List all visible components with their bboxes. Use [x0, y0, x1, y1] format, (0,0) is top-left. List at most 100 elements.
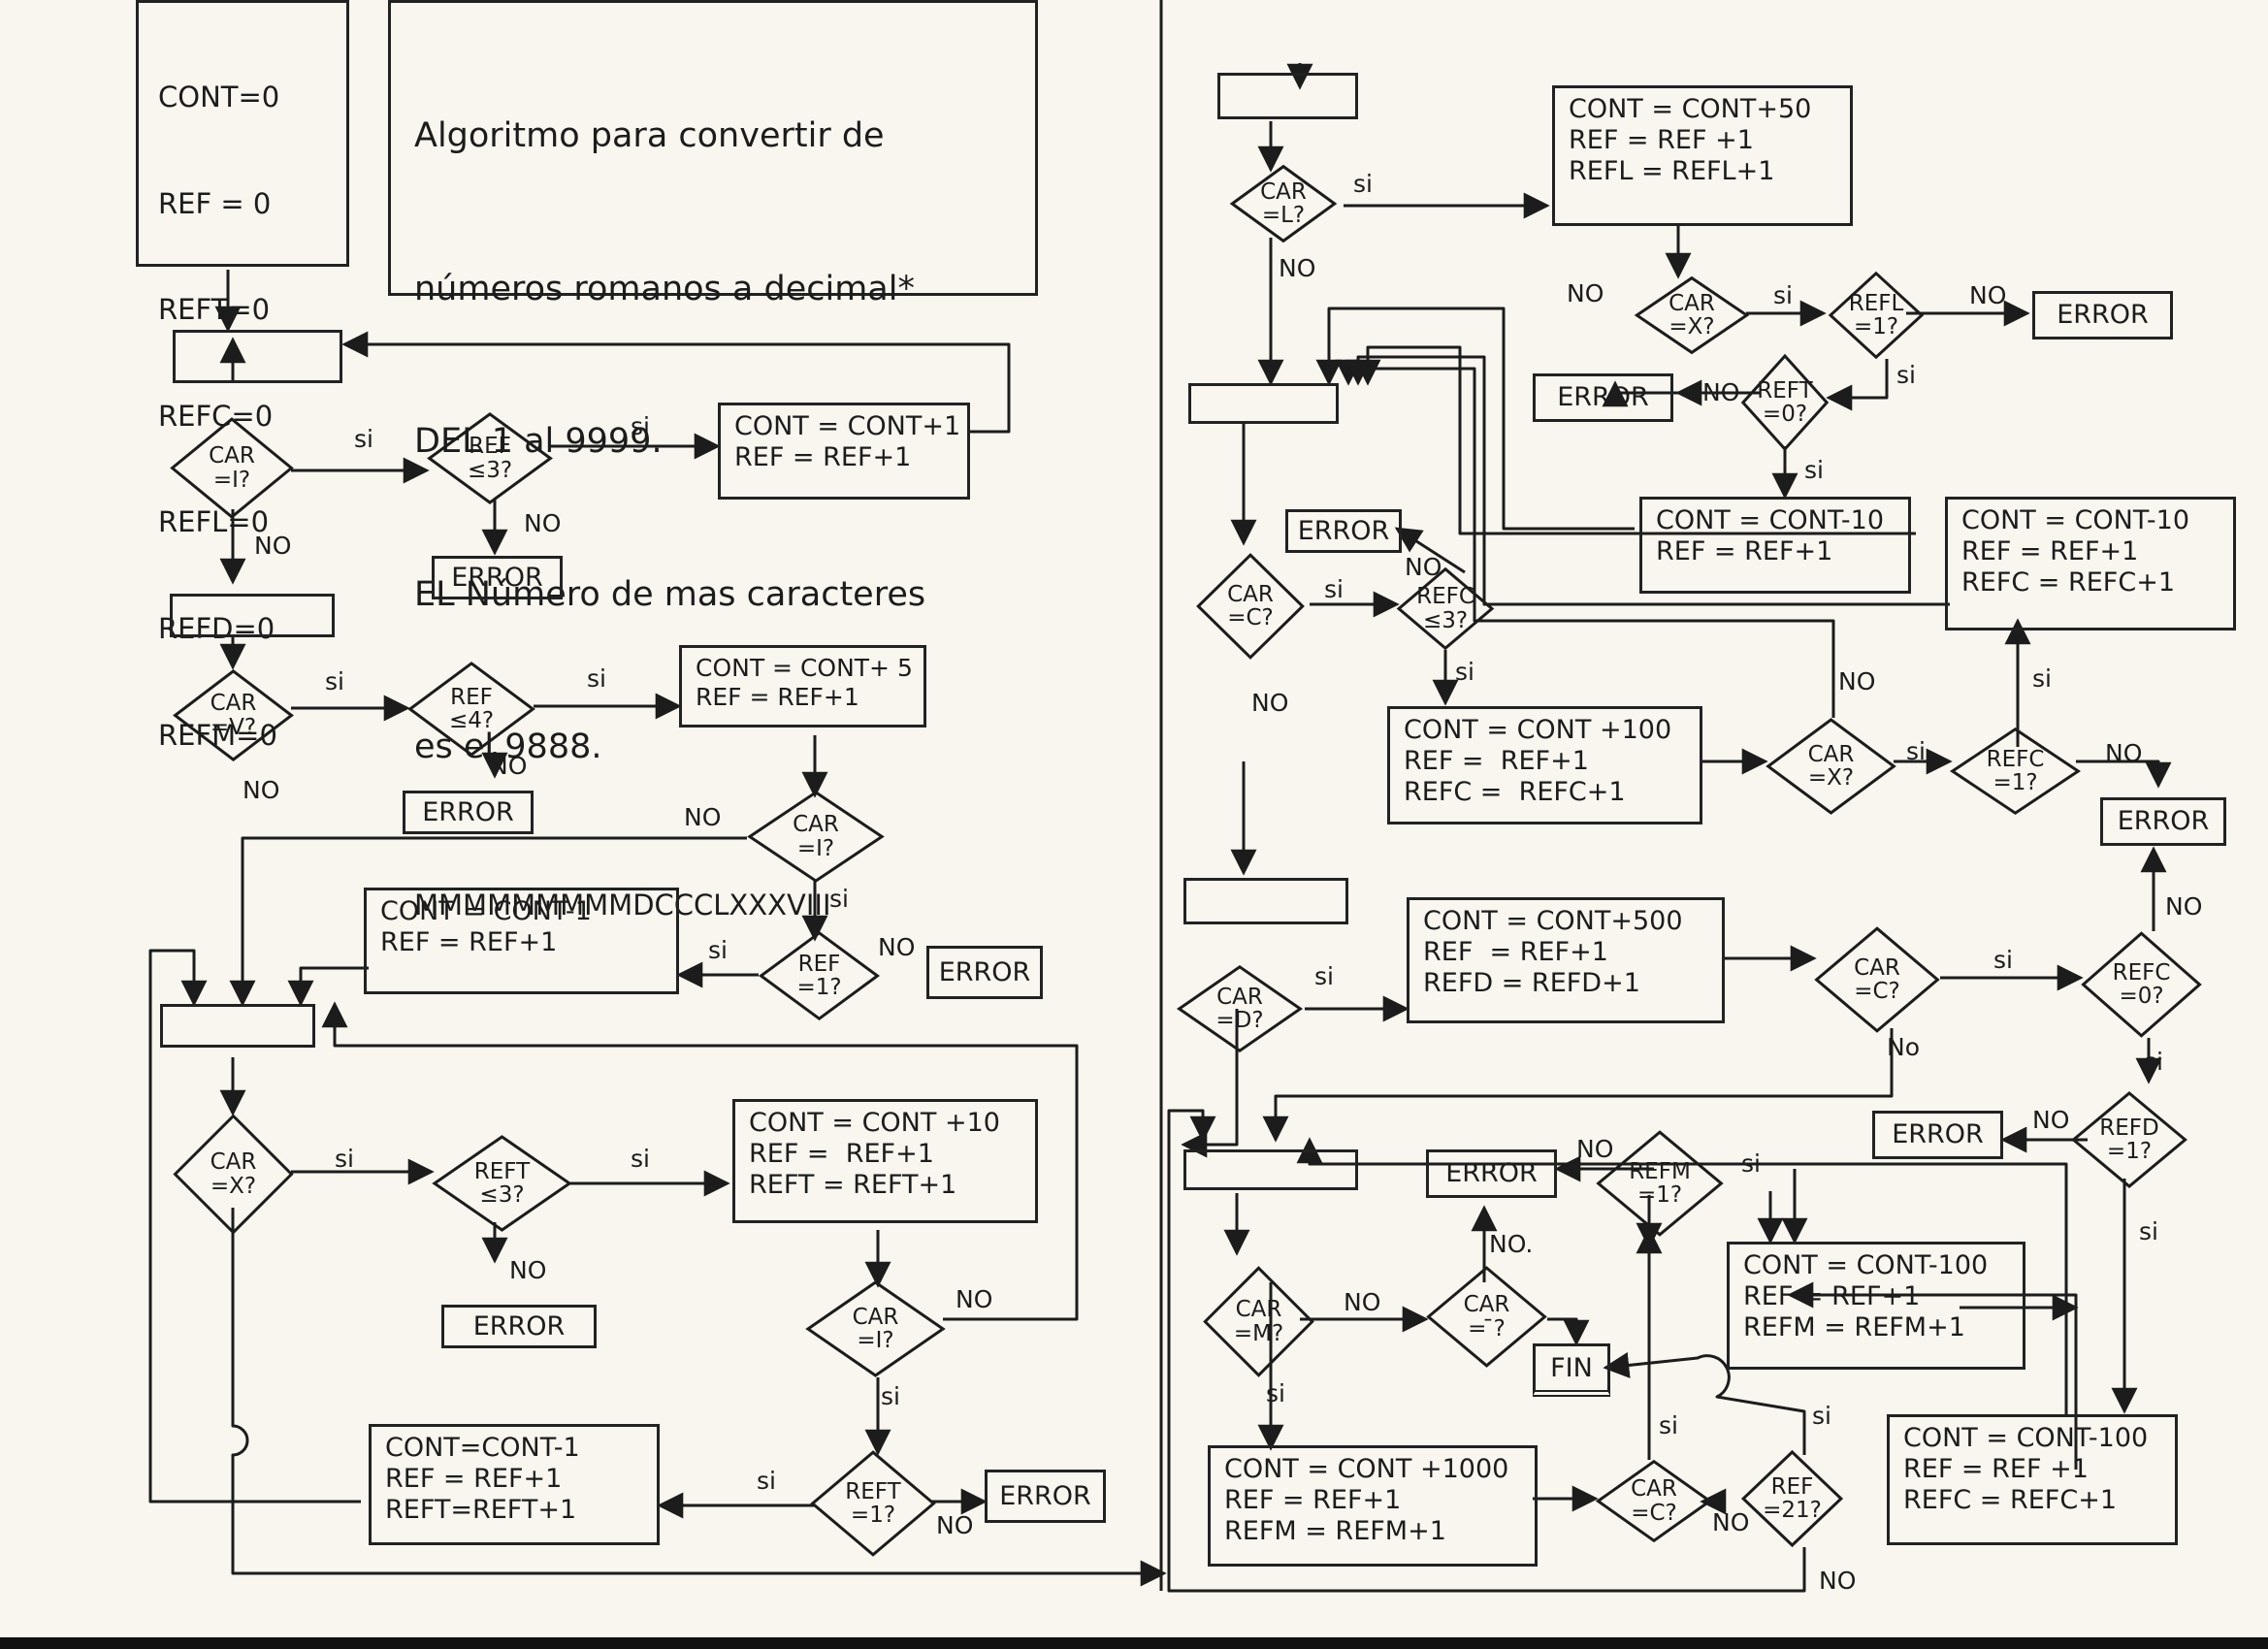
decision-ref-eq1: REF =1?: [759, 931, 880, 1020]
no-label: NO: [1344, 1288, 1381, 1316]
decision-text: CAR =D?: [1215, 984, 1264, 1033]
init-line: REFL=0: [158, 505, 270, 539]
si-label: si: [1455, 658, 1474, 686]
error-text: ERROR: [451, 562, 543, 593]
decision-text: REFM =1?: [1629, 1158, 1691, 1208]
process-add-10: CONT = CONT +10 REF = REF+1 REFT = REFT+…: [732, 1099, 1038, 1223]
decision-refc-le3: REFC ≤3?: [1397, 567, 1494, 650]
diamond-shape: [1741, 354, 1829, 451]
diamond-shape: [1230, 165, 1337, 242]
process-text: CONT = CONT+1 REF = REF+1: [734, 411, 961, 472]
si-label: si: [1659, 1411, 1678, 1439]
diamond-shape: [1426, 1266, 1547, 1368]
decision-reft-le3: REFT ≤3?: [432, 1135, 572, 1232]
decision-text: CAR =M?: [1233, 1297, 1284, 1346]
error-box: ERROR: [1872, 1111, 2003, 1159]
title-line: EL Número de mas caracteres: [414, 574, 926, 614]
no-label: NO: [1279, 254, 1316, 282]
init-line: CONT=0: [158, 81, 280, 114]
error-box: ERROR: [441, 1305, 597, 1348]
title-box: Algoritmo para convertir de números roma…: [388, 0, 1038, 922]
input-box: [170, 594, 335, 637]
no-label: NO: [254, 532, 292, 560]
diamond-shape: [1177, 965, 1303, 1052]
input-box: [173, 330, 342, 383]
decision-text: REFC =0?: [2112, 959, 2171, 1009]
no-label: NO: [2105, 739, 2143, 767]
decision-text: REFT =1?: [845, 1478, 901, 1528]
error-text: ERROR: [422, 796, 514, 827]
error-text: ERROR: [2117, 806, 2210, 837]
decision-text: REFT ≤3?: [473, 1158, 531, 1208]
decision-refc-eq0: REFC =0?: [2081, 931, 2202, 1038]
si-label: si: [631, 412, 650, 440]
decision-car-v2: CAR = ̄?: [1426, 1266, 1547, 1368]
process-text: CONT = CONT +1000 REF = REF+1 REFM = REF…: [1224, 1454, 1509, 1546]
error-text: ERROR: [938, 956, 1031, 987]
diamond-shape: [1397, 567, 1494, 650]
scan-edge-bar: [0, 1637, 2268, 1649]
no-label: NO: [1712, 1508, 1750, 1536]
no-label: NO: [524, 509, 562, 537]
si-label: si: [587, 664, 606, 693]
decision-text: CAR =I?: [852, 1304, 899, 1353]
error-text: ERROR: [1297, 515, 1390, 546]
decision-car-x: CAR =X?: [173, 1114, 294, 1235]
diamond-shape: [407, 662, 535, 757]
process-sub-1: CONT = CONT-1 REF = REF+1: [364, 888, 679, 994]
no-label: NO: [936, 1511, 974, 1539]
decision-text: CAR =I?: [793, 812, 839, 861]
process-text: CONT = CONT+500 REF = REF+1 REFD = REFD+…: [1423, 906, 1683, 998]
si-label: si: [335, 1145, 354, 1173]
no-label: NO: [1405, 553, 1442, 581]
error-text: ERROR: [1892, 1119, 1984, 1150]
diamond-shape: [1596, 1460, 1712, 1542]
process-sub-10: CONT = CONT-10 REF = REF+1: [1639, 497, 1911, 594]
decision-text: CAR =L?: [1260, 178, 1307, 228]
decision-car-x-3: CAR =X?: [1766, 718, 1896, 815]
init-line: REFD=0: [158, 612, 275, 646]
decision-text: CAR =X?: [1807, 741, 1855, 791]
diamond-shape: [810, 1450, 936, 1557]
si-label: si: [881, 1382, 900, 1410]
error-box: ERROR: [432, 556, 563, 599]
si-label: si: [2139, 1217, 2158, 1245]
si-label: si: [757, 1467, 776, 1495]
decision-car-i-2: CAR =I?: [747, 791, 885, 883]
input-box: [1183, 1149, 1358, 1190]
si-label: si: [1266, 1379, 1285, 1407]
title-line: Algoritmo para convertir de: [414, 116, 885, 155]
si-label: si: [354, 425, 373, 453]
si-label: si: [1314, 962, 1334, 990]
diamond-shape: [747, 791, 885, 883]
decision-text: CAR =X?: [210, 1149, 257, 1199]
si-label: si: [829, 885, 849, 913]
no-label: NO: [1838, 667, 1876, 695]
error-text: ERROR: [2057, 300, 2149, 331]
decision-car-c-3: CAR =C?: [1596, 1460, 1712, 1542]
init-line: REFM=0: [158, 718, 277, 752]
no-label: NO: [1969, 281, 2007, 309]
decision-text: CAR =V?: [210, 691, 257, 740]
diamond-shape: [1196, 553, 1305, 660]
no-label: NO: [1819, 1567, 1857, 1595]
fin-text: FIN: [1550, 1352, 1593, 1383]
process-text: CONT = CONT+50 REF = REF +1 REFL = REFL+…: [1569, 94, 1812, 186]
no-label: NO: [1567, 279, 1604, 307]
no-label-dot: NO.: [1489, 1230, 1534, 1258]
no-label-lower: No: [1887, 1033, 1920, 1061]
init-line: REF = 0: [158, 186, 272, 220]
diamond-shape: [170, 417, 294, 519]
input-box: [1183, 878, 1348, 924]
si-label: si: [1773, 281, 1793, 309]
process-sub-1-reft: CONT=CONT-1 REF = REF+1 REFT=REFT+1: [369, 1424, 660, 1545]
diamond-shape: [432, 1135, 572, 1232]
decision-text: REF =1?: [796, 951, 842, 1000]
diamond-shape: [1596, 1130, 1724, 1237]
decision-text: CAR =X?: [1669, 290, 1715, 340]
process-add-1: CONT = CONT+1 REF = REF+1: [718, 403, 970, 500]
process-text: CONT = CONT-100 REF = REF +1 REFC = REFC…: [1903, 1423, 2149, 1515]
decision-car-c: CAR =C?: [1196, 553, 1305, 660]
decision-text: CAR =C?: [1854, 954, 1900, 1004]
process-add-5: CONT = CONT+ 5 REF = REF+1: [679, 645, 926, 728]
